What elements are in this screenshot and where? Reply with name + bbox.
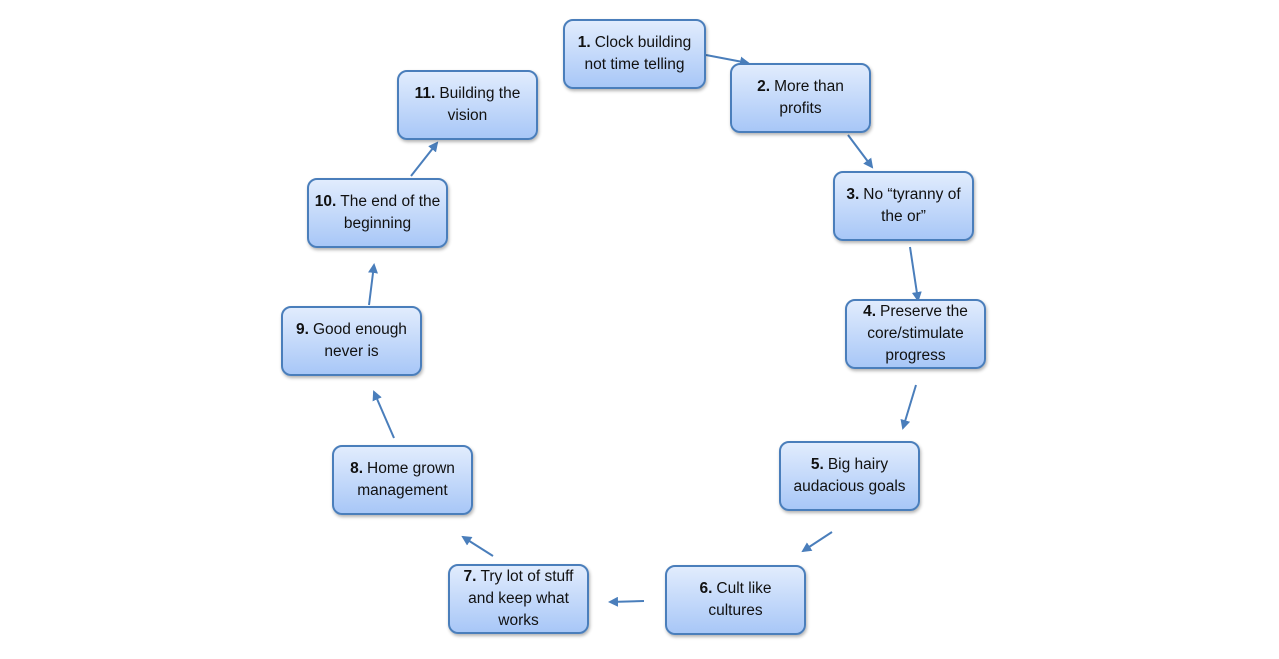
step-number: 4. [863,303,877,320]
step-text: Good enough never is [312,321,407,360]
step-2-box: 2.More than profits [730,63,871,133]
arrow-8-to-9 [372,390,395,439]
arrow-7-to-8 [461,535,494,557]
arrow-9-to-10 [368,263,378,306]
step-7-box: 7.Try lot of stuff and keep what works [448,564,589,634]
step-number: 9. [296,321,309,338]
step-3-box: 3.No “tyranny of the or” [833,171,974,241]
step-number: 5. [810,456,824,473]
step-1-box: 1.Clock building not time telling [563,19,706,89]
arrow-2-to-3 [847,134,874,169]
step-10-box: 10.The end of the beginning [307,178,448,248]
arrow-4-to-5 [900,384,917,430]
step-number: 1. [577,34,591,51]
step-number: 2. [757,78,771,95]
arrow-5-to-6 [801,531,833,553]
step-text: Try lot of stuff and keep what works [468,568,574,629]
step-text: Cult like cultures [708,580,772,619]
step-text: Clock building not time telling [584,34,692,73]
step-number: 11. [414,85,436,102]
step-number: 3. [846,186,860,203]
step-8-box: 8.Home grown management [332,445,473,515]
step-text: The end of the beginning [340,193,441,232]
step-text: Home grown management [357,460,455,499]
step-number: 10. [314,193,337,210]
step-number: 7. [463,568,477,585]
step-text: Big hairy audacious goals [793,456,906,495]
step-text: Building the vision [439,85,521,124]
step-6-box: 6.Cult like cultures [665,565,806,635]
arrow-1-to-2 [705,54,750,67]
arrow-10-to-11 [410,141,439,177]
step-text: Preserve the core/stimulate progress [867,303,968,364]
arrow-3-to-4 [909,246,922,302]
step-text: No “tyranny of the or” [863,186,961,225]
step-5-box: 5.Big hairy audacious goals [779,441,920,511]
arrow-6-to-7 [608,596,645,607]
step-number: 8. [350,460,364,477]
step-4-box: 4.Preserve the core/stimulate progress [845,299,986,369]
step-text: More than profits [774,78,844,117]
step-11-box: 11.Building the vision [397,70,538,140]
step-number: 6. [699,580,713,597]
step-9-box: 9.Good enough never is [281,306,422,376]
